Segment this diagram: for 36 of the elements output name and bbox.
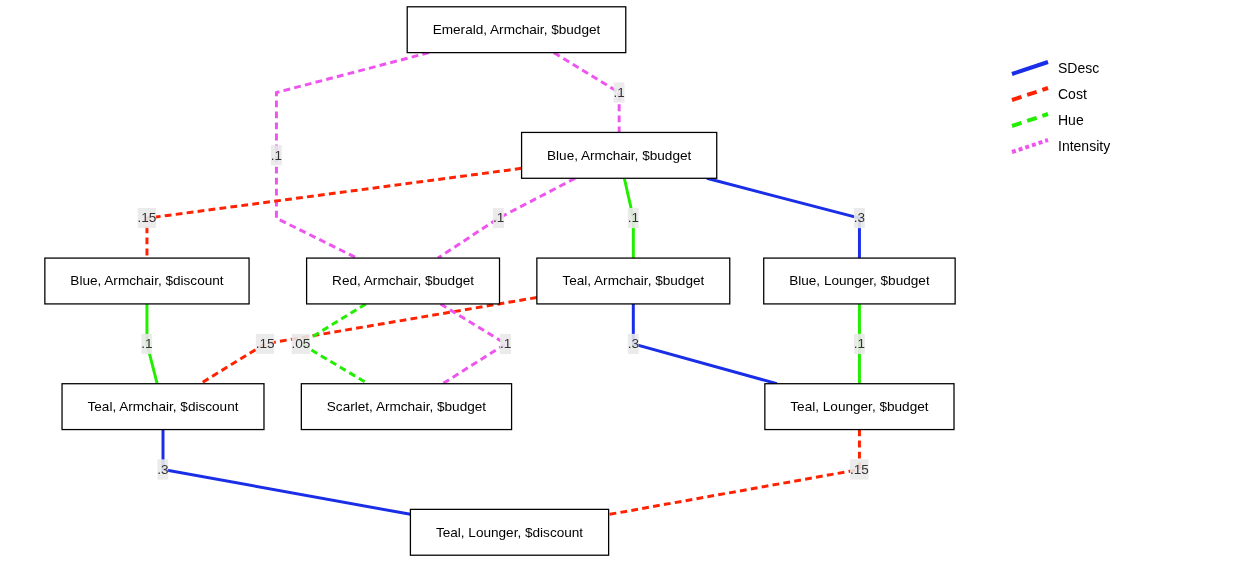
node-box: Teal, Lounger, $budget bbox=[764, 383, 955, 431]
edge-label: .3 bbox=[853, 210, 866, 225]
edge-label: .15 bbox=[137, 210, 157, 225]
edge-label: .1 bbox=[492, 210, 505, 225]
node-box: Teal, Armchair, $budget bbox=[536, 257, 731, 305]
edge-label: .15 bbox=[849, 461, 869, 477]
legend-label: Cost bbox=[1058, 86, 1087, 102]
edge-label: .15 bbox=[255, 336, 275, 351]
connector bbox=[161, 429, 411, 516]
connector bbox=[706, 176, 861, 259]
legend-label: Intensity bbox=[1058, 138, 1111, 154]
connector bbox=[553, 51, 621, 133]
edge-label: .1 bbox=[627, 210, 639, 225]
node-box: Blue, Lounger, $budget bbox=[763, 257, 956, 305]
edge-label: .05 bbox=[291, 336, 311, 351]
edge-label: .1 bbox=[141, 336, 153, 351]
node-box: Scarlet, Armchair, $budget bbox=[300, 383, 513, 431]
node-box: Teal, Lounger, $discount bbox=[409, 508, 610, 556]
edge-label: .3 bbox=[627, 336, 639, 351]
edge-label: .1 bbox=[613, 84, 625, 100]
edge-label: .1 bbox=[270, 147, 283, 163]
node-box: Emerald, Armchair, $budget bbox=[406, 6, 627, 54]
legend-label: SDesc bbox=[1058, 60, 1100, 76]
node-box: Blue, Armchair, $budget bbox=[520, 131, 718, 179]
connector bbox=[274, 51, 430, 260]
connector bbox=[857, 303, 861, 384]
node-box: Red, Armchair, $budget bbox=[305, 257, 501, 305]
edge-label: .3 bbox=[157, 461, 169, 477]
node-box: Teal, Armchair, $discount bbox=[61, 383, 265, 431]
node-box: Blue, Armchair, $discount bbox=[44, 257, 250, 305]
connector bbox=[622, 177, 635, 259]
edge-label: .1 bbox=[500, 336, 512, 351]
edge-label: .1 bbox=[853, 336, 866, 351]
connector bbox=[145, 303, 159, 385]
legend-label: Hue bbox=[1058, 112, 1084, 128]
connector bbox=[608, 429, 861, 516]
